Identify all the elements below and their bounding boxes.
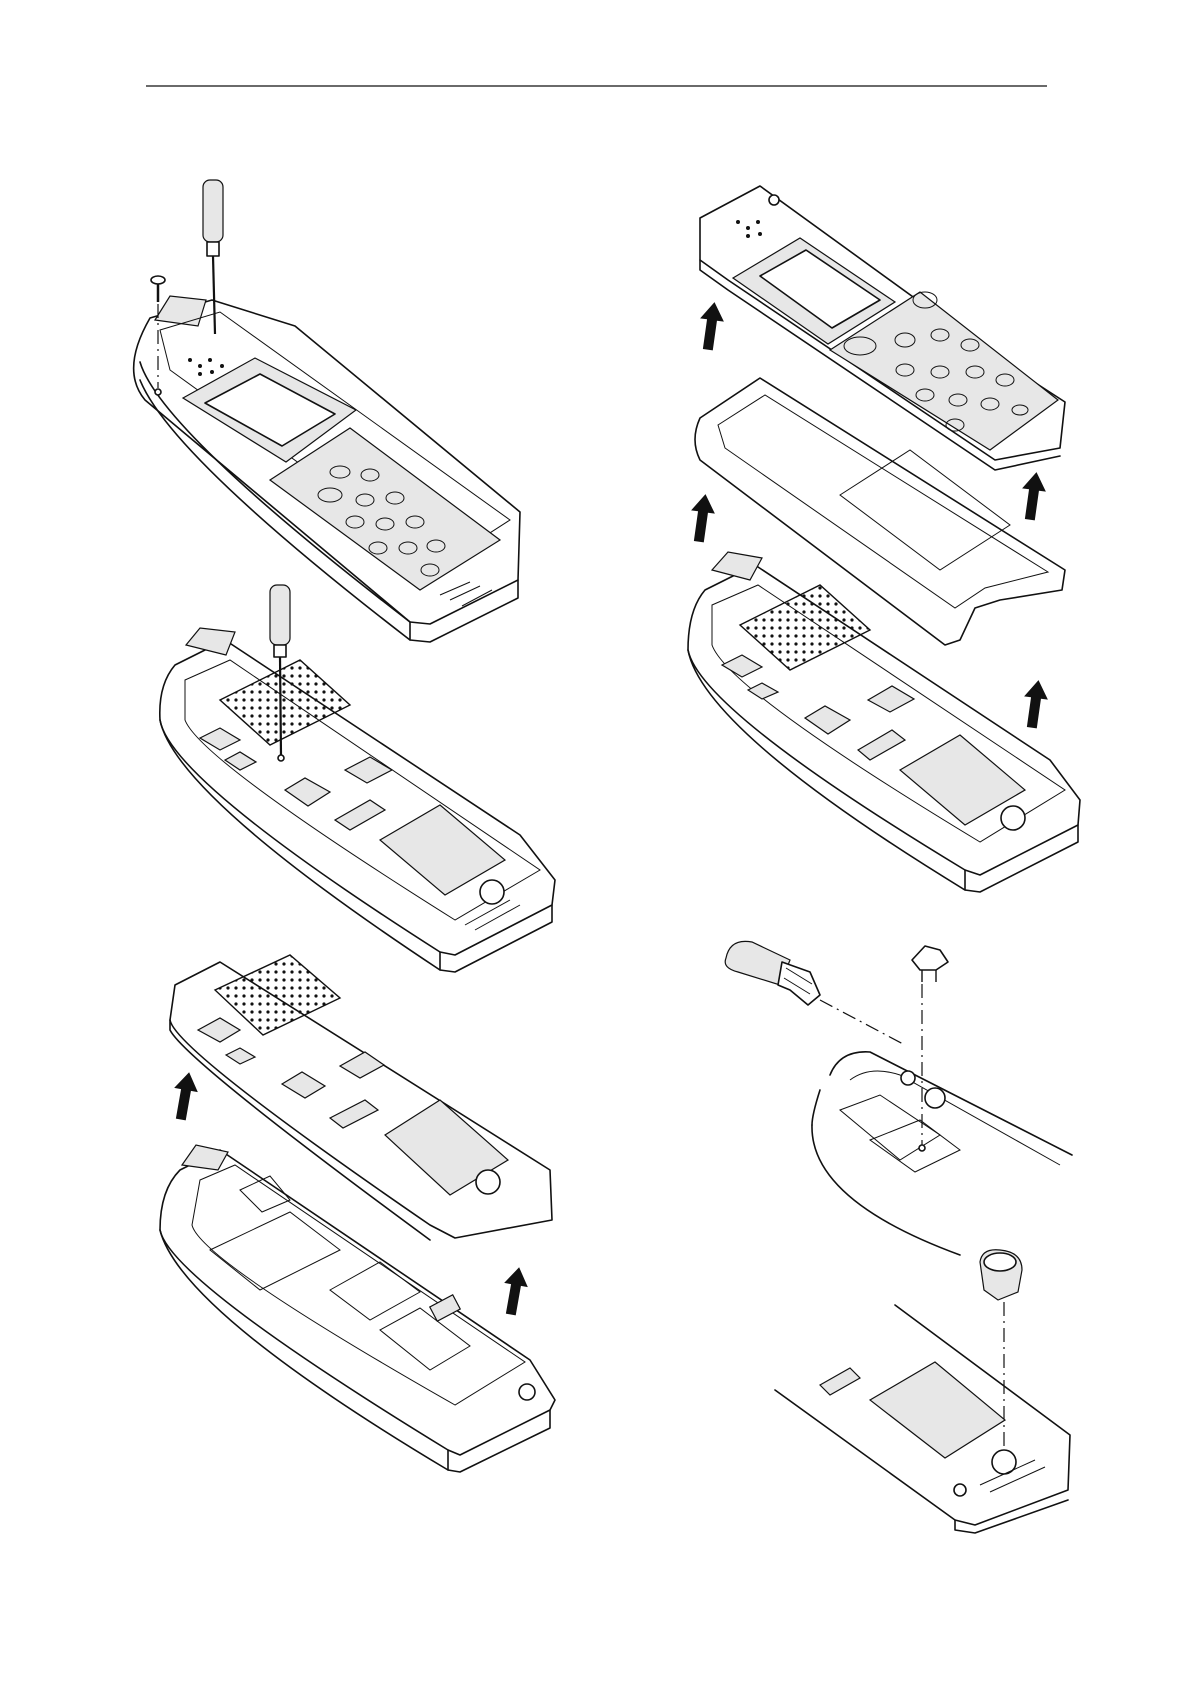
screwdriver-icon (203, 180, 223, 334)
step-remove-connector-cap (775, 1250, 1070, 1533)
arrow-up-icon (169, 1070, 201, 1121)
step-remove-board-screw (160, 585, 555, 972)
step-remove-front-screws (134, 180, 520, 642)
screw-icon (151, 276, 165, 395)
arrow-up-icon (696, 301, 726, 352)
arrow-up-icon (499, 1265, 531, 1316)
cap-icon (980, 1250, 1022, 1300)
arrow-up-icon (687, 493, 717, 544)
step-lift-keyboard-and-frame (687, 186, 1080, 892)
arrow-up-icon (1018, 471, 1048, 522)
step-lift-main-board (160, 955, 555, 1472)
step-remove-antenna-and-clip (725, 941, 1072, 1255)
antenna-icon (725, 941, 820, 1005)
clip-icon (912, 946, 948, 982)
arrow-up-icon (1020, 679, 1050, 730)
